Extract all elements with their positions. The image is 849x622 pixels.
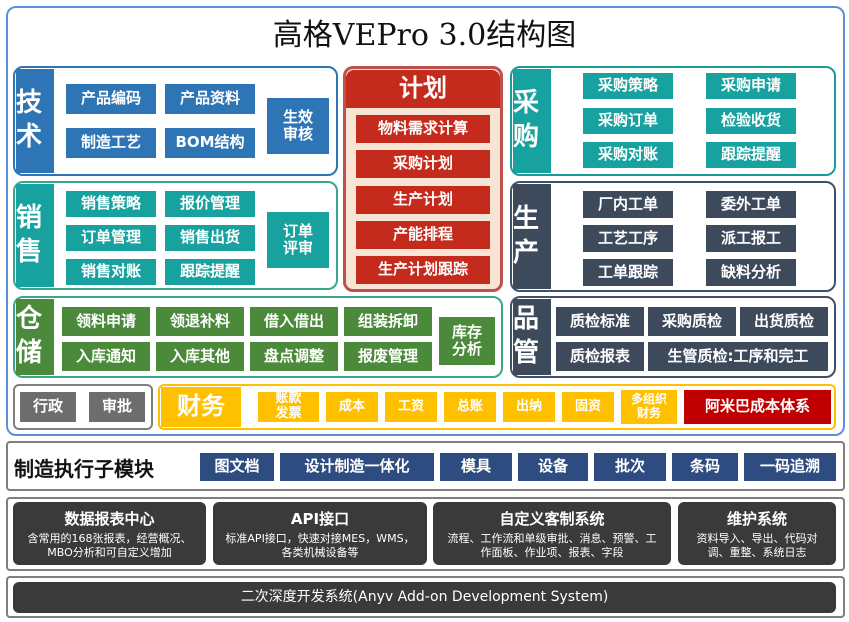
system-title: 维护系统 bbox=[726, 510, 787, 528]
plan-label: 计划 bbox=[346, 70, 500, 108]
plan-item[interactable]: 物料需求计算 bbox=[356, 115, 490, 143]
production-item[interactable]: 缺料分析 bbox=[706, 259, 796, 286]
sales-label: 销售 bbox=[16, 184, 54, 287]
manufacturing-item[interactable]: 批次 bbox=[594, 453, 666, 481]
finance-item[interactable]: 出纳 bbox=[503, 392, 555, 422]
finance-item[interactable]: 总账 bbox=[444, 392, 496, 422]
quality-item[interactable]: 采购质检 bbox=[648, 307, 736, 336]
warehouse-item[interactable]: 领退补料 bbox=[156, 307, 244, 336]
purchase-item[interactable]: 采购对账 bbox=[583, 142, 673, 168]
finance-item[interactable]: 多组织财务 bbox=[621, 390, 677, 424]
sales-item[interactable]: 销售对账 bbox=[66, 259, 156, 285]
finance-item[interactable]: 固资 bbox=[562, 392, 614, 422]
finance-item[interactable]: 工资 bbox=[385, 392, 437, 422]
production-item[interactable]: 委外工单 bbox=[706, 191, 796, 218]
manufacturing-item[interactable]: 条码 bbox=[672, 453, 738, 481]
systems-panel bbox=[6, 497, 845, 571]
production-item[interactable]: 派工报工 bbox=[706, 225, 796, 252]
admin-item[interactable]: 行政 bbox=[20, 392, 76, 422]
plan-item[interactable]: 产能排程 bbox=[356, 221, 490, 249]
manufacturing-item[interactable]: 设计制造一体化 bbox=[280, 453, 434, 481]
purchase-item[interactable]: 采购订单 bbox=[583, 108, 673, 134]
warehouse-item[interactable]: 入库其他 bbox=[156, 342, 244, 371]
production-label: 生产 bbox=[513, 184, 551, 289]
warehouse-side-button[interactable]: 库存分析 bbox=[439, 317, 495, 365]
sales-item[interactable]: 销售策略 bbox=[66, 191, 156, 217]
custom-system-card[interactable]: 自定义客制系统 流程、工作流和单级审批、消息、预警、工作面板、作业项、报表、字段 bbox=[433, 502, 671, 565]
tech-label: 技术 bbox=[16, 69, 54, 173]
dev-panel bbox=[6, 576, 845, 618]
maintenance-card[interactable]: 维护系统 资料导入、导出、代码对调、重整、系统日志 bbox=[678, 502, 836, 565]
system-desc: 资料导入、导出、代码对调、重整、系统日志 bbox=[696, 532, 818, 560]
warehouse-item[interactable]: 盘点调整 bbox=[250, 342, 338, 371]
api-card[interactable]: API接口 标准API接口，快速对接MES，WMS，各类机械设备等 bbox=[213, 502, 427, 565]
sales-item[interactable]: 销售出货 bbox=[165, 225, 255, 251]
finance-item[interactable]: 账款发票 bbox=[258, 391, 319, 422]
finance-label: 财务 bbox=[161, 387, 241, 427]
tech-item[interactable]: 产品资料 bbox=[165, 84, 255, 114]
manufacturing-item[interactable]: 模具 bbox=[440, 453, 512, 481]
system-title: 自定义客制系统 bbox=[499, 510, 605, 528]
production-item[interactable]: 厂内工单 bbox=[583, 191, 673, 218]
warehouse-item[interactable]: 入库通知 bbox=[62, 342, 150, 371]
finance-item[interactable]: 成本 bbox=[326, 392, 378, 422]
quality-item[interactable]: 质检报表 bbox=[556, 342, 644, 371]
quality-item[interactable]: 出货质检 bbox=[740, 307, 828, 336]
page-title: 高格VEPro 3.0结构图 bbox=[272, 18, 577, 53]
warehouse-item[interactable]: 借入借出 bbox=[250, 307, 338, 336]
purchase-label: 采购 bbox=[513, 69, 551, 173]
admin-item[interactable]: 审批 bbox=[89, 392, 145, 422]
warehouse-item[interactable]: 组装拆卸 bbox=[344, 307, 432, 336]
quality-item[interactable]: 生管质检:工序和完工 bbox=[648, 342, 828, 371]
tech-item[interactable]: 制造工艺 bbox=[66, 128, 156, 158]
warehouse-item[interactable]: 领料申请 bbox=[62, 307, 150, 336]
quality-item[interactable]: 质检标准 bbox=[556, 307, 644, 336]
sales-item[interactable]: 报价管理 bbox=[165, 191, 255, 217]
warehouse-label: 仓储 bbox=[16, 299, 54, 375]
plan-item[interactable]: 采购计划 bbox=[356, 150, 490, 178]
dev-system-bar[interactable]: 二次深度开发系统(Anyv Add-on Development System) bbox=[13, 582, 836, 613]
manufacturing-item[interactable]: 一码追溯 bbox=[744, 453, 836, 481]
tech-item[interactable]: 产品编码 bbox=[66, 84, 156, 114]
plan-item[interactable]: 生产计划跟踪 bbox=[356, 256, 490, 284]
amoeba-cost-button[interactable]: 阿米巴成本体系 bbox=[684, 390, 831, 424]
purchase-item[interactable]: 跟踪提醒 bbox=[706, 142, 796, 168]
report-center-card[interactable]: 数据报表中心 含常用的168张报表，经营概况、MBO分析和可自定义增加 bbox=[13, 502, 206, 565]
purchase-item[interactable]: 采购策略 bbox=[583, 73, 673, 99]
main-frame bbox=[6, 6, 845, 436]
sales-side-button[interactable]: 订单评审 bbox=[267, 212, 329, 268]
production-item[interactable]: 工单跟踪 bbox=[583, 259, 673, 286]
finance-panel bbox=[158, 384, 836, 430]
manufacturing-item[interactable]: 设备 bbox=[518, 453, 588, 481]
system-title: API接口 bbox=[290, 510, 350, 528]
purchase-item[interactable]: 采购申请 bbox=[706, 73, 796, 99]
system-desc: 含常用的168张报表，经营概况、MBO分析和可自定义增加 bbox=[27, 532, 192, 560]
purchase-item[interactable]: 检验收货 bbox=[706, 108, 796, 134]
sales-item[interactable]: 订单管理 bbox=[66, 225, 156, 251]
system-desc: 标准API接口，快速对接MES，WMS，各类机械设备等 bbox=[225, 532, 415, 560]
production-item[interactable]: 工艺工序 bbox=[583, 225, 673, 252]
system-desc: 流程、工作流和单级审批、消息、预警、工作面板、作业项、报表、字段 bbox=[447, 532, 657, 560]
warehouse-item[interactable]: 报废管理 bbox=[344, 342, 432, 371]
sales-item[interactable]: 跟踪提醒 bbox=[165, 259, 255, 285]
quality-label: 品管 bbox=[513, 299, 551, 375]
manufacturing-panel bbox=[6, 441, 845, 491]
system-title: 数据报表中心 bbox=[64, 510, 155, 528]
admin-panel bbox=[13, 384, 153, 430]
tech-item[interactable]: BOM结构 bbox=[165, 128, 255, 158]
tech-side-button[interactable]: 生效审核 bbox=[267, 98, 329, 154]
manufacturing-label: 制造执行子模块 bbox=[14, 456, 154, 481]
plan-item[interactable]: 生产计划 bbox=[356, 186, 490, 214]
manufacturing-item[interactable]: 图文档 bbox=[200, 453, 274, 481]
